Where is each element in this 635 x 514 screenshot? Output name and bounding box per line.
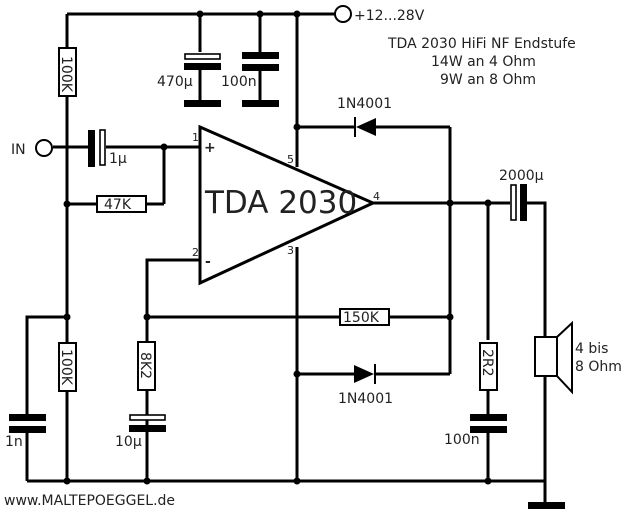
capacitor-input: 1µ	[88, 129, 127, 167]
svg-text:1: 1	[192, 131, 199, 144]
ic-tda2030: TDA 2030 + - 1 2 3 4 5	[192, 124, 380, 286]
capacitor-100n-zobel: 100n	[444, 414, 507, 448]
title-line2: 14W an 4 Ohm	[431, 54, 536, 70]
svg-text:+: +	[204, 140, 216, 156]
title-line3: 9W an 8 Ohm	[440, 72, 536, 88]
svg-text:2000µ: 2000µ	[499, 168, 544, 184]
svg-text:1N4001: 1N4001	[337, 96, 392, 112]
svg-text:100K: 100K	[58, 56, 74, 93]
capacitor-1n: 1n	[5, 414, 46, 450]
supply-terminal	[334, 5, 352, 23]
resistor-r-top: 100K	[58, 47, 77, 97]
svg-text:4: 4	[373, 190, 380, 203]
svg-text:5: 5	[287, 153, 294, 166]
input-terminal	[35, 139, 53, 157]
svg-text:100n: 100n	[221, 74, 257, 90]
svg-text:150K: 150K	[343, 310, 380, 326]
svg-text:1µ: 1µ	[109, 151, 127, 167]
speaker: 4 bis 8 Ohm	[534, 320, 622, 395]
capacitor-output: 2000µ	[499, 168, 544, 221]
svg-text:100n: 100n	[444, 432, 480, 448]
svg-text:2R2: 2R2	[479, 349, 495, 377]
svg-text:4 bis: 4 bis	[575, 341, 608, 357]
capacitor-100n-supply: 100n	[221, 52, 279, 107]
ic-name: TDA 2030	[204, 185, 357, 221]
svg-text:3: 3	[287, 244, 294, 257]
resistor-150k: 150K	[339, 308, 390, 326]
diode-top: 1N4001	[337, 96, 392, 137]
resistor-8k2: 8K2	[137, 341, 156, 391]
title-line1: TDA 2030 HiFi NF Endstufe	[387, 36, 576, 52]
resistor-47k: 47K	[96, 195, 147, 213]
resistor-2r2: 2R2	[479, 342, 498, 391]
svg-text:1N4001: 1N4001	[338, 391, 393, 407]
capacitor-10u: 10µ	[115, 414, 166, 450]
svg-text:8K2: 8K2	[137, 352, 153, 379]
ground-symbol	[528, 502, 565, 509]
capacitor-470u: 470µ	[157, 53, 221, 107]
website-label: www.MALTEPOEGGEL.de	[4, 493, 175, 509]
svg-text:-: -	[205, 254, 211, 270]
svg-text:470µ: 470µ	[157, 74, 193, 90]
svg-text:1n: 1n	[5, 434, 23, 450]
svg-text:10µ: 10µ	[115, 434, 142, 450]
diode-bottom: 1N4001	[338, 364, 393, 407]
svg-text:8 Ohm: 8 Ohm	[575, 359, 622, 375]
svg-text:47K: 47K	[104, 197, 132, 213]
input-label: IN	[11, 142, 26, 158]
svg-text:2: 2	[192, 246, 199, 259]
supply-label: +12...28V	[354, 8, 425, 24]
junctions	[63, 10, 492, 485]
resistor-r-bottom: 100K	[58, 342, 77, 392]
svg-text:100K: 100K	[58, 349, 74, 386]
